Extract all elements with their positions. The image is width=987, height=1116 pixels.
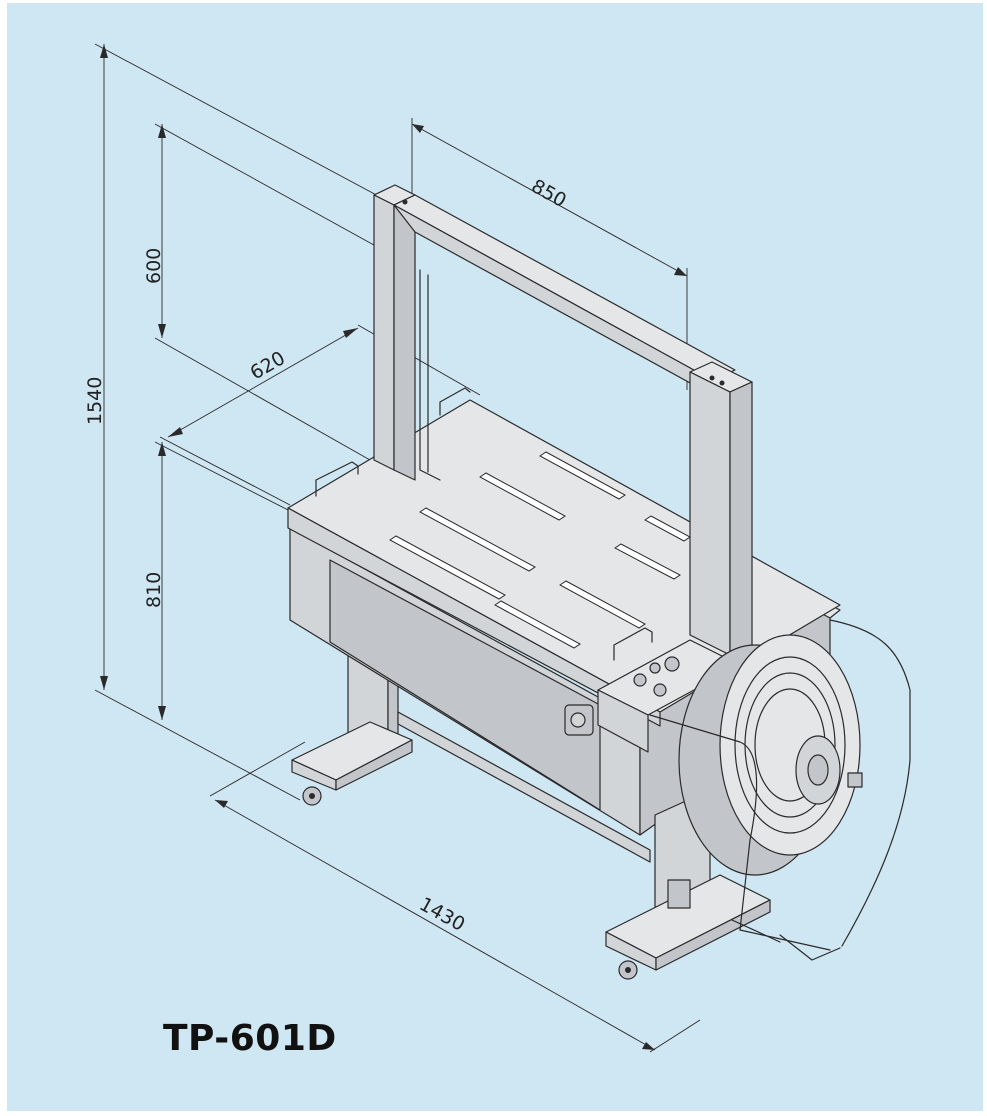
- machine-body: [287, 184, 911, 980]
- dim-850: 850: [528, 175, 570, 212]
- dim-810: 810: [143, 572, 165, 608]
- model-label: TP-601D: [163, 1018, 337, 1059]
- dimension-lines: [94, 43, 701, 1053]
- dim-600: 600: [143, 248, 165, 284]
- dim-1540: 1540: [84, 377, 106, 425]
- dim-620: 620: [247, 347, 289, 384]
